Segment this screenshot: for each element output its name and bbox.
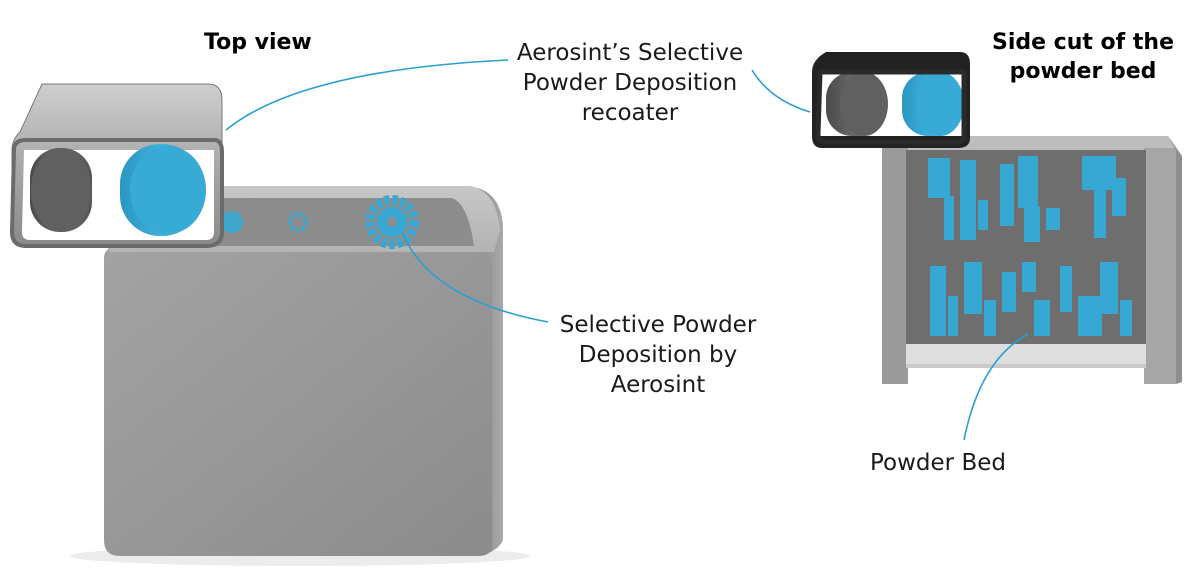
gear-pattern-large <box>365 195 419 249</box>
dark-roller <box>30 148 92 232</box>
gear-pattern-small <box>287 211 309 233</box>
blue-roller <box>120 144 206 236</box>
label-powder-bed: Powder Bed <box>870 450 1006 476</box>
leader-spd <box>401 231 549 323</box>
side-cut-machine <box>812 52 1182 384</box>
bed-container-right-wall <box>1144 148 1176 384</box>
gear-pattern-partial <box>221 211 243 233</box>
leader-powder-bed <box>963 333 1029 441</box>
leader-lines <box>225 59 1029 441</box>
blue-roller-side <box>902 72 964 136</box>
recoater-dark-rim <box>815 69 967 145</box>
build-platform-edge <box>906 364 1146 368</box>
bed-container-right-side <box>1168 136 1182 384</box>
build-platform <box>906 344 1146 364</box>
label-selective-powder-deposition: Selective Powder Deposition by Aerosint <box>559 312 757 398</box>
leader-recoater-left <box>225 59 509 131</box>
dark-roller-side <box>826 72 888 136</box>
parts-cross-section-upper <box>928 156 1126 242</box>
top-view-machine <box>9 83 530 566</box>
title-side-cut: Side cut of the powder bed <box>991 30 1175 84</box>
bed-container-left-wall <box>882 148 908 384</box>
recoater-rim <box>9 138 224 248</box>
box-front-face <box>104 246 492 556</box>
parts-cross-section-lower <box>930 262 1132 336</box>
powder-deposition-strip <box>215 198 474 246</box>
label-recoater: Aerosint’s Selective Powder Deposition r… <box>516 40 744 126</box>
leader-recoater-right <box>751 69 811 113</box>
title-top-view: Top view <box>204 30 312 55</box>
